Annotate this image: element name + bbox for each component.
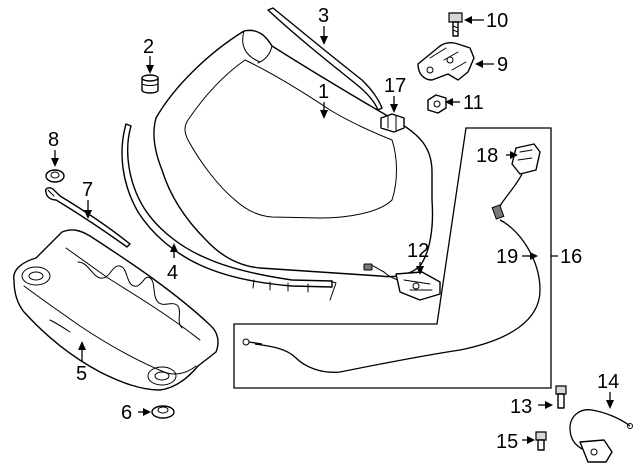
callout-8: 8 (48, 129, 59, 151)
release-handle (511, 143, 541, 175)
callout-16: 16 (560, 246, 582, 268)
callout-18: 18 (476, 145, 498, 167)
callout-5: 5 (76, 363, 87, 385)
release-cable (242, 173, 541, 373)
release-cable-group-box (233, 127, 552, 389)
callout-6: 6 (121, 402, 132, 424)
bolt-10 (448, 12, 463, 37)
hood-bumper (141, 74, 159, 94)
hood-weatherstrip-top (267, 7, 383, 111)
hood-hinge (417, 41, 475, 81)
callout-13: 13 (510, 396, 532, 418)
callout-4: 4 (167, 262, 178, 284)
bolt-13 (555, 385, 567, 409)
hood-panel (153, 29, 434, 278)
callout-15: 15 (496, 431, 518, 453)
callout-2: 2 (143, 36, 154, 58)
nut-11 (427, 94, 447, 114)
callout-9: 9 (497, 54, 508, 76)
leader-lines (51, 16, 614, 444)
callout-10: 10 (486, 10, 508, 32)
callout-1: 1 (318, 81, 329, 103)
callout-19: 19 (496, 246, 518, 268)
callout-17: 17 (384, 75, 406, 97)
clip-17 (380, 113, 405, 133)
callout-11: 11 (463, 92, 484, 114)
hood-latch (363, 263, 441, 301)
callout-7: 7 (82, 179, 93, 201)
bolt-15 (535, 431, 547, 451)
callout-3: 3 (318, 5, 329, 27)
latch-cable-striker (569, 409, 633, 463)
callout-12: 12 (407, 240, 429, 262)
callout-14: 14 (597, 371, 619, 393)
prop-rod-grommet (45, 169, 65, 183)
grommet-plug (151, 405, 175, 419)
hood-insulator (13, 229, 219, 391)
